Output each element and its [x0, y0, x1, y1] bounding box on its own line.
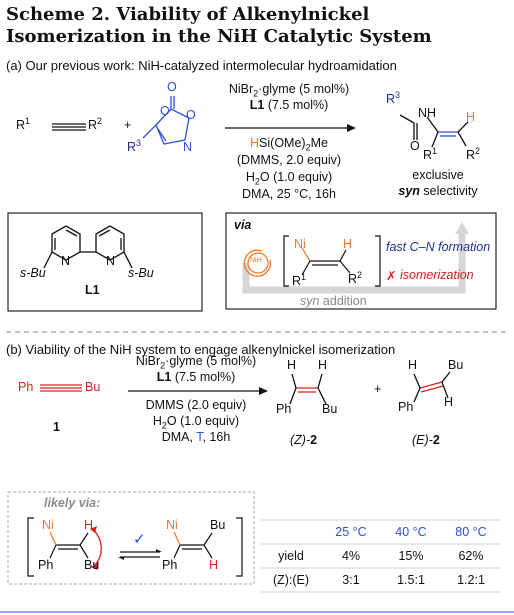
- likely-right-bu: Bu: [210, 518, 226, 532]
- substrate-label: 1: [53, 420, 60, 434]
- alkyne-r1: R1: [16, 116, 31, 133]
- ratio-25: 3:1: [342, 573, 360, 587]
- substrate-ph: Ph: [18, 380, 34, 394]
- cond-b-catalyst: NiBr2·glyme (5 mol%): [135, 354, 257, 371]
- table-header-row: 25 °C 40 °C 80 °C: [261, 520, 501, 544]
- part-a-heading: (a) Our previous work: NiH-catalyzed int…: [6, 58, 397, 73]
- yield-25: 4%: [341, 549, 361, 563]
- ligand-n2: N: [106, 254, 116, 268]
- cross-mark: ✗: [386, 269, 397, 283]
- table-row: yield 4% 15% 62%: [261, 544, 501, 568]
- part-b-heading: (b) Viability of the NiH system to engag…: [6, 342, 396, 357]
- z-h1: H: [287, 358, 297, 372]
- e-h2: H: [444, 395, 454, 409]
- dioxazolone-ring: [142, 96, 190, 145]
- syn-addition-label: syn addition: [300, 294, 367, 308]
- z-h2: H: [318, 358, 328, 372]
- ligand-label: L1: [85, 283, 100, 297]
- z-bu: Bu: [322, 402, 338, 416]
- cond-b-water: H2O (1.0 equiv): [152, 414, 240, 431]
- via-path-arrow: [242, 232, 466, 294]
- cond-a-water: H2O (1.0 equiv): [245, 170, 333, 187]
- product-a-skeleton: [399, 114, 469, 148]
- dioxazolone-r3: R3: [127, 138, 142, 155]
- dioxazolone-n: N: [183, 140, 193, 154]
- cond-a-ligand: L1 (7.5 mol%): [249, 98, 329, 112]
- e-ph: Ph: [398, 400, 414, 414]
- ligand-box: [7, 212, 203, 312]
- via-intermediate: [283, 235, 381, 287]
- temp-80: 80 °C: [455, 525, 487, 539]
- via-nih: NiH: [250, 257, 262, 264]
- likely-right-ni: Ni: [166, 518, 178, 532]
- scheme-title: Scheme 2. Viability of Alkenylnickel Iso…: [6, 4, 432, 47]
- product-a-o: O: [410, 139, 420, 153]
- z-label: (Z)-2: [290, 433, 318, 447]
- alkyne-r2: R2: [88, 116, 103, 133]
- cond-a-silane-equiv: (DMMS, 2.0 equiv): [236, 153, 342, 167]
- table-row: (Z):(E) 3:1 1.5:1 1.2:1: [261, 568, 501, 592]
- via-h: H: [343, 237, 353, 251]
- likely-left-ph: Ph: [38, 558, 54, 572]
- cond-a-silane: HSi(OMe)2Me: [250, 136, 328, 153]
- via-label: via: [234, 218, 252, 232]
- z-product-bond: [296, 387, 318, 393]
- likely-intermediates: [27, 517, 243, 577]
- dioxazolone-o-ring2: O: [160, 104, 170, 118]
- likely-right-ph: Ph: [162, 558, 178, 572]
- product-a-r3: R3: [386, 90, 401, 107]
- via-r2: R2: [348, 270, 363, 287]
- yield-40: 15%: [398, 549, 424, 563]
- ratio-40: 1.5:1: [397, 573, 425, 587]
- temp-40: 40 °C: [395, 525, 427, 539]
- likely-left-ni: Ni: [42, 518, 54, 532]
- likely-via-box: [7, 491, 255, 585]
- likely-via-label: likely via:: [44, 496, 101, 510]
- via-r1: R1: [292, 272, 307, 289]
- temperature-table: 25 °C 40 °C 80 °C yield 4% 15% 62% (Z):(…: [261, 520, 501, 592]
- product-a-h: H: [466, 110, 476, 124]
- via-ni: Ni: [294, 237, 306, 251]
- plus-b: +: [374, 382, 382, 396]
- cond-b-ligand: L1 (7.5 mol%): [156, 370, 236, 384]
- dioxazolone-o-carbonyl: O: [167, 80, 177, 94]
- product-a-note2: syn selectivity: [398, 184, 478, 198]
- z-ph: Ph: [276, 402, 292, 416]
- ligand-sbu-left: s-Bu: [20, 266, 46, 280]
- e-h1: H: [408, 358, 418, 372]
- product-a-r2: R2: [466, 146, 481, 163]
- product-a-nh: NH: [418, 106, 437, 120]
- likely-left-h: H: [84, 518, 94, 532]
- cond-b-silane: DMMS (2.0 equiv): [145, 398, 247, 412]
- isomerization-label: isomerization: [400, 268, 474, 282]
- fast-cn-formation: fast C–N formation: [386, 240, 491, 254]
- temp-25: 25 °C: [335, 525, 367, 539]
- dioxazolone-o-ring: O: [186, 108, 196, 122]
- row-label-yield: yield: [278, 549, 304, 563]
- cond-b-solvent: DMA, T, 16h: [161, 430, 231, 444]
- product-a-r1: R1: [423, 146, 438, 163]
- plus-a: +: [124, 118, 132, 132]
- substrate-bu: Bu: [85, 380, 101, 394]
- e-bu: Bu: [448, 358, 464, 372]
- cond-a-catalyst: NiBr2·glyme (5 mol%): [228, 82, 350, 99]
- bipyridine-structure: [43, 225, 133, 269]
- cond-a-solvent: DMA, 25 °C, 16h: [242, 187, 336, 201]
- e-label: (E)-2: [412, 433, 440, 447]
- likely-right-h: H: [209, 558, 219, 572]
- nih-cycle-icon: [247, 252, 269, 274]
- yield-80: 62%: [458, 549, 484, 563]
- e-product-bond: [419, 381, 444, 393]
- ligand-n1: N: [61, 254, 71, 268]
- row-label-ratio: (Z):(E): [272, 573, 310, 587]
- ligand-sbu-right: s-Bu: [128, 266, 154, 280]
- check-icon: ✓: [133, 531, 146, 548]
- ratio-80: 1.2:1: [457, 573, 485, 587]
- likely-left-bu: Bu: [84, 558, 100, 572]
- product-a-note1: exclusive: [412, 168, 464, 182]
